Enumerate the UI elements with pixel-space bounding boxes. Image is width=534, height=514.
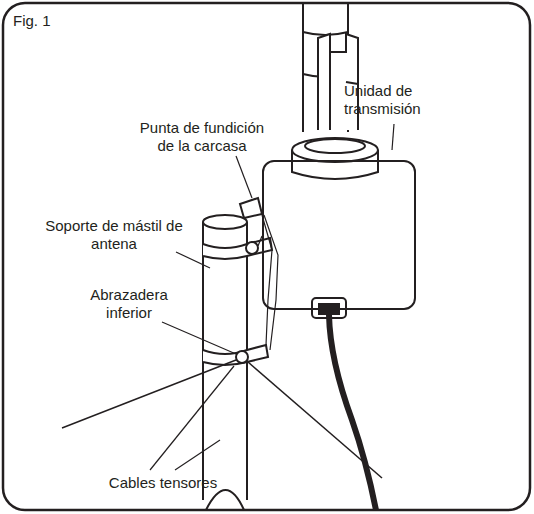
frame — [3, 3, 530, 510]
casting-tip — [240, 198, 262, 218]
part-label: Punta de fundición de la carcasa — [132, 119, 272, 155]
part-label: Abrazadera inferior — [84, 286, 174, 322]
wires — [258, 215, 278, 350]
part-label: Soporte de mástil de antena — [44, 217, 184, 253]
housing-collar — [292, 138, 378, 179]
power-cable — [329, 315, 376, 510]
part-label: Cables tensores — [98, 474, 228, 492]
leader-lines — [150, 124, 394, 470]
guy-wires — [62, 360, 382, 478]
transmission-unit: Unidad de transmisión — [262, 160, 416, 310]
part-label: Unidad de transmisión — [344, 82, 444, 118]
figure-title: Fig. 1 — [13, 12, 51, 30]
